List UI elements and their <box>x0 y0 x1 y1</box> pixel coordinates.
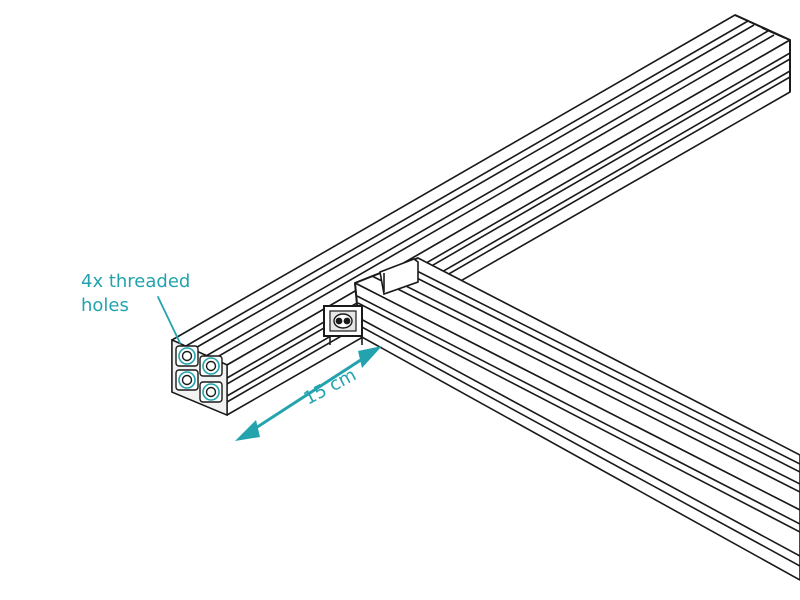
threaded-holes-label-line2: holes <box>81 295 129 316</box>
corner-bracket-icon <box>323 258 419 345</box>
leader-line-icon <box>157 296 181 344</box>
threaded-hole-icon <box>178 347 220 401</box>
double-arrow-icon <box>235 346 382 441</box>
cross-extrusion-profile <box>354 257 800 581</box>
threaded-holes-label-line1: 4x threaded <box>81 271 191 292</box>
